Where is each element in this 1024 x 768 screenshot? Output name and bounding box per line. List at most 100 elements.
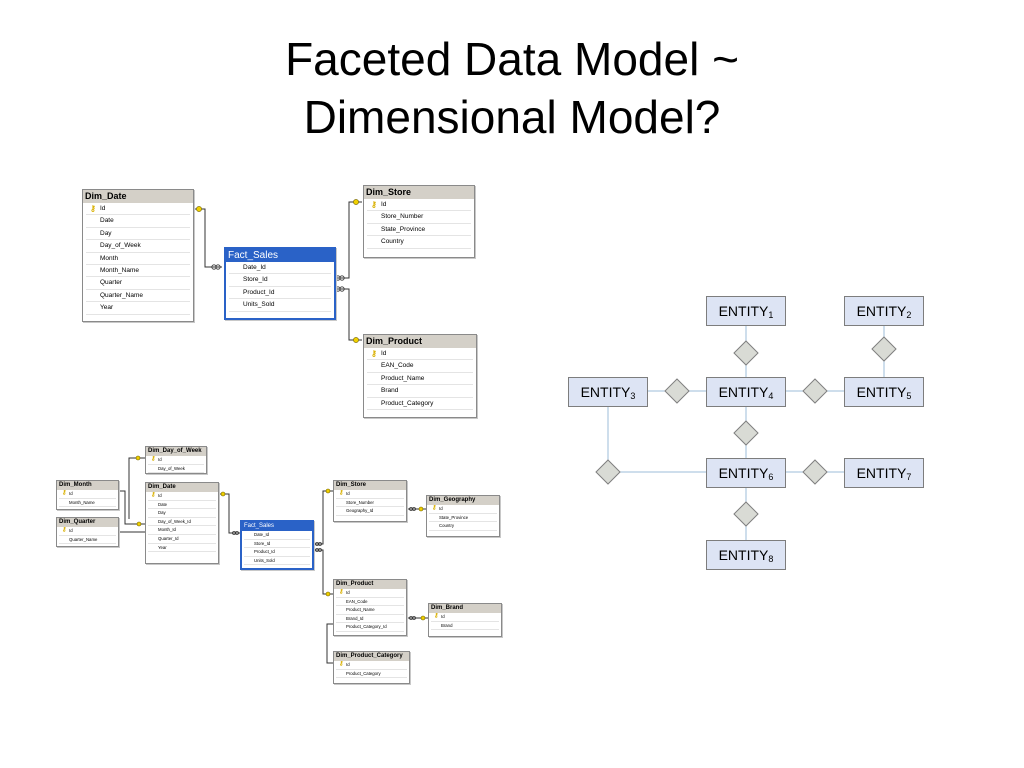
column-name: Units_Sold (254, 557, 275, 563)
column-name: Brand (381, 387, 399, 395)
table-column-row[interactable]: Product_Id (244, 548, 310, 557)
table-header: Dim_Product (364, 335, 476, 348)
table-column-row[interactable]: Quarter (86, 277, 190, 290)
table-column-row[interactable]: ⚷Id (336, 490, 404, 499)
table-column-row[interactable]: Day (86, 228, 190, 241)
table-column-row[interactable]: State_Province (429, 514, 497, 523)
table-column-row[interactable]: Quarter_Id (148, 535, 216, 544)
table-column-row[interactable]: Date_Id (244, 531, 310, 540)
table-column-row[interactable]: EAN_Code (336, 598, 404, 607)
table-column-row[interactable]: Product_Category (336, 670, 407, 679)
table-column-row[interactable]: Quarter_Name (86, 290, 190, 303)
table-column-row[interactable]: Date_Id (229, 262, 331, 275)
column-name: Day (158, 510, 166, 516)
column-name: Month_Name (100, 266, 140, 274)
column-name: Country (439, 523, 455, 529)
entity-4[interactable]: ENTITY4 (706, 377, 786, 407)
table-column-row[interactable]: Geography_Id (336, 507, 404, 516)
title-line-2: Dimensional Model? (303, 91, 721, 143)
entity-subscript: 7 (906, 472, 912, 482)
column-name: Product_Category (381, 399, 434, 407)
table-column-row[interactable]: ⚷Id (59, 527, 116, 536)
table-column-row[interactable]: ⚷Id (336, 661, 407, 670)
table-column-row[interactable]: Store_Id (244, 540, 310, 549)
table-column-row[interactable]: Quarter_Name (59, 536, 116, 545)
table-column-row[interactable]: ⚷Id (336, 589, 404, 598)
table-column-row[interactable]: ⚷Id (148, 456, 204, 465)
table-column-row[interactable]: EAN_Code (367, 360, 473, 373)
table-column-row[interactable]: State_Province (367, 224, 471, 237)
entity-1[interactable]: ENTITY1 (706, 296, 786, 326)
entity-2[interactable]: ENTITY2 (844, 296, 924, 326)
table-column-row[interactable]: Brand (367, 385, 473, 398)
table-column-row[interactable]: Product_Name (336, 606, 404, 615)
table-column-row[interactable]: Store_Number (336, 499, 404, 508)
table-column-row[interactable]: Brand_Id (336, 615, 404, 624)
table-column-row[interactable]: Day (148, 509, 216, 518)
primary-key-icon: ⚷ (62, 490, 67, 496)
entity-7[interactable]: ENTITY7 (844, 458, 924, 488)
table-column-row[interactable]: Product_Id (229, 287, 331, 300)
table-column-row[interactable]: Brand (431, 622, 499, 631)
table-column-row[interactable]: Day_of_Week_Id (148, 518, 216, 527)
table-column-row[interactable]: Year (86, 302, 190, 315)
table-column-row[interactable]: ⚷Id (431, 613, 499, 622)
relationship-line (314, 549, 333, 595)
table-column-row[interactable]: ⚷Id (59, 490, 116, 499)
table-column-row[interactable]: ⚷Id (367, 348, 473, 361)
table-column-row[interactable]: Month_Id (148, 526, 216, 535)
column-name: Brand_Id (346, 615, 364, 621)
table-column-row[interactable]: ⚷Id (429, 505, 497, 514)
table-column-row[interactable]: Month_Name (59, 499, 116, 508)
relationship-line (334, 201, 362, 279)
table-column-row[interactable]: Year (148, 544, 216, 553)
relationship-line (193, 208, 222, 268)
table-column-row[interactable]: Store_Id (229, 274, 331, 287)
column-name: Id (439, 506, 443, 511)
table-column-row[interactable]: ⚷Id (86, 203, 190, 216)
table-column-row[interactable]: Product_Name (367, 373, 473, 386)
table-column-row[interactable]: Day_of_Week (86, 240, 190, 253)
column-name: Store_Number (381, 213, 424, 221)
primary-key-icon: ⚷ (339, 589, 344, 595)
table-header: Dim_Date (83, 190, 193, 203)
table-column-row[interactable]: ⚷Id (148, 492, 216, 501)
table-column-row[interactable]: Product_Category_Id (336, 623, 404, 632)
table-column-row[interactable]: Day_of_Week (148, 465, 204, 474)
column-name: Product_Name (346, 607, 375, 613)
table-column-row[interactable]: Date (148, 501, 216, 510)
table-column-row[interactable]: Date (86, 215, 190, 228)
table-column-row[interactable]: Product_Category (367, 398, 473, 410)
entity-label: ENTITY (856, 384, 907, 400)
table-column-row[interactable]: Units_Sold (229, 299, 331, 312)
entity-6[interactable]: ENTITY6 (706, 458, 786, 488)
table-column-row[interactable]: Store_Number (367, 211, 471, 224)
column-name: Country (381, 238, 404, 246)
table-column-row[interactable]: Month (86, 253, 190, 265)
table-column-row[interactable]: ⚷Id (367, 199, 471, 212)
entity-8[interactable]: ENTITY8 (706, 540, 786, 570)
relationship-line (119, 490, 145, 525)
table-header: Dim_Product (334, 580, 406, 589)
table-column-row[interactable]: Country (367, 236, 471, 249)
entity-3[interactable]: ENTITY3 (568, 377, 648, 407)
table-column-row[interactable]: Country (429, 522, 497, 531)
entity-5[interactable]: ENTITY5 (844, 377, 924, 407)
table-column-row[interactable]: Month_Name (86, 265, 190, 278)
table-column-row[interactable]: Units_Sold (244, 557, 310, 566)
